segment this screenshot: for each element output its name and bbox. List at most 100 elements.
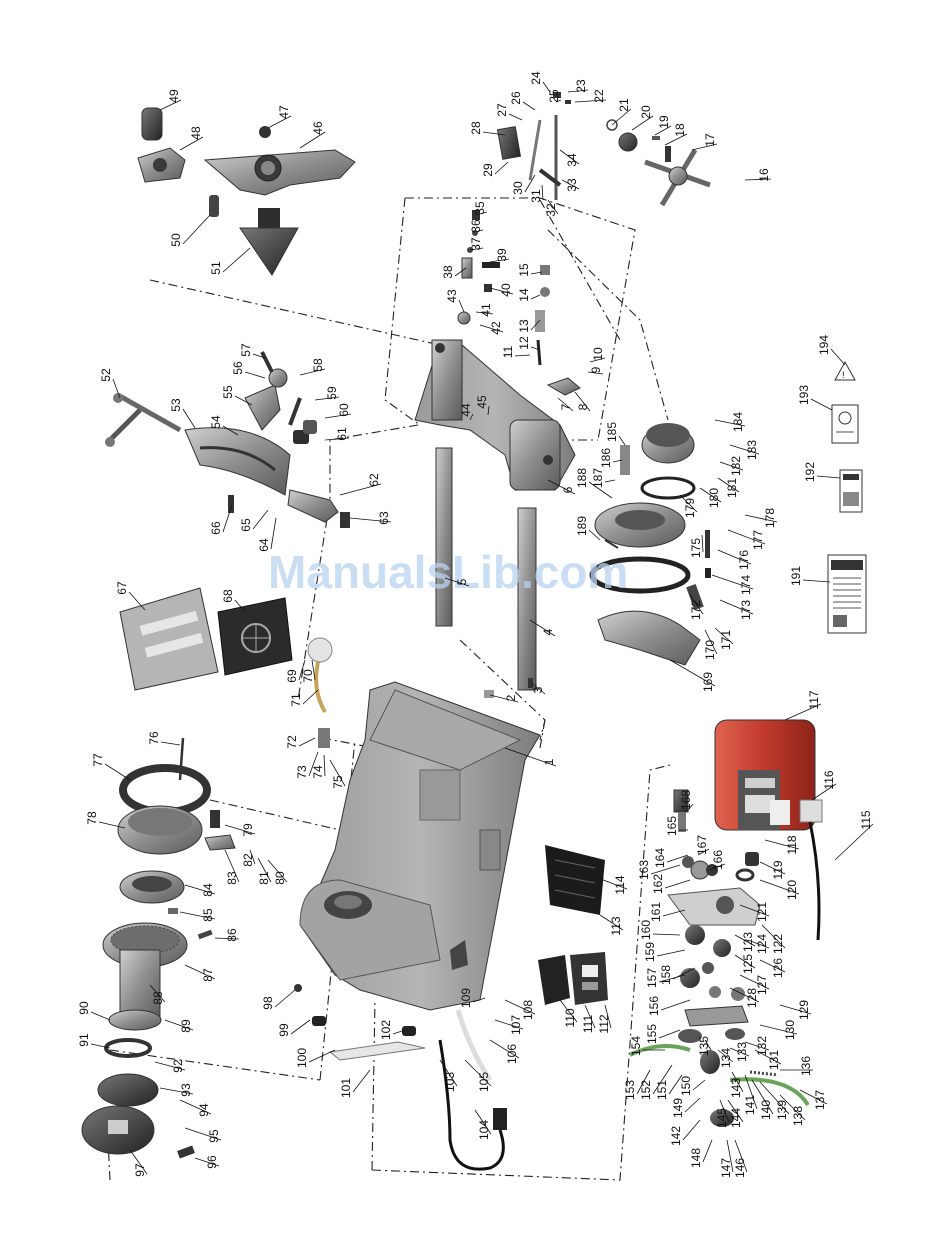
leader-line-167 bbox=[697, 848, 710, 856]
leader-line-107 bbox=[494, 1019, 524, 1030]
part-label-34: 34 bbox=[565, 153, 579, 167]
leader-line-86 bbox=[214, 937, 240, 940]
part-small-hardware-upper bbox=[457, 210, 550, 366]
part-label-123: 123 bbox=[741, 932, 755, 952]
part-label-87: 87 bbox=[201, 968, 215, 982]
part-label-165: 165 bbox=[665, 816, 679, 836]
leader-line-194 bbox=[830, 348, 846, 366]
leader-line-122 bbox=[761, 924, 786, 949]
leader-line-169 bbox=[669, 659, 716, 687]
part-label-19: 19 bbox=[657, 115, 671, 129]
leader-line-56 bbox=[244, 371, 266, 379]
part-label-20: 20 bbox=[639, 105, 653, 119]
leader-line-27 bbox=[508, 113, 523, 121]
leader-line-160 bbox=[652, 933, 681, 936]
part-label-6: 6 bbox=[561, 486, 575, 493]
part-label-128: 128 bbox=[745, 988, 759, 1008]
part-label-146: 146 bbox=[733, 1158, 747, 1178]
part-label-44: 44 bbox=[459, 403, 473, 417]
part-label-193: 193 bbox=[797, 385, 811, 405]
part-176 bbox=[705, 530, 710, 558]
leader-line-97 bbox=[129, 1149, 148, 1175]
part-label-149: 149 bbox=[671, 1098, 685, 1118]
leader-line-104 bbox=[474, 1109, 492, 1135]
part-ring-84 bbox=[119, 870, 185, 904]
leader-lines bbox=[90, 81, 874, 1175]
leader-line-77 bbox=[104, 763, 131, 781]
leader-line-186 bbox=[612, 459, 623, 463]
leader-line-18 bbox=[664, 133, 688, 146]
part-label-192: 192 bbox=[803, 462, 817, 482]
part-label-95: 95 bbox=[207, 1129, 221, 1143]
leader-line-54 bbox=[222, 425, 239, 436]
part-label-117: 117 bbox=[807, 690, 821, 709]
leader-line-40 bbox=[489, 287, 514, 295]
part-label-5: 5 bbox=[455, 578, 469, 585]
part-label-18: 18 bbox=[673, 123, 687, 137]
leader-line-137 bbox=[799, 1089, 828, 1105]
part-label-127: 127 bbox=[755, 975, 769, 995]
part-label-63: 63 bbox=[377, 511, 391, 525]
leader-line-117 bbox=[784, 703, 822, 721]
leader-line-149 bbox=[684, 1097, 701, 1113]
part-label-170: 170 bbox=[703, 640, 717, 660]
part-label-154: 154 bbox=[629, 1036, 643, 1056]
leader-line-119 bbox=[759, 861, 786, 875]
part-label-137: 137 bbox=[813, 1090, 827, 1110]
leader-line-7 bbox=[557, 397, 574, 412]
decal-192 bbox=[839, 469, 863, 513]
part-label-25: 25 bbox=[547, 89, 561, 103]
leader-line-133 bbox=[729, 1047, 750, 1057]
part-bushing-58 bbox=[303, 420, 317, 434]
part-label-17: 17 bbox=[703, 133, 717, 147]
part-label-147: 147 bbox=[719, 1158, 733, 1178]
part-label-143: 143 bbox=[729, 1078, 743, 1098]
part-label-33: 33 bbox=[565, 178, 579, 192]
part-label-11: 11 bbox=[501, 345, 515, 358]
leader-line-39 bbox=[489, 258, 510, 263]
leader-line-75 bbox=[329, 759, 346, 787]
part-gear-train-lower bbox=[678, 856, 749, 1127]
part-label-54: 54 bbox=[209, 415, 223, 429]
part-label-15: 15 bbox=[517, 263, 531, 277]
part-cord-115 bbox=[799, 799, 823, 941]
part-label-69: 69 bbox=[285, 669, 299, 683]
parts-layer: ! bbox=[81, 92, 867, 1171]
leader-line-108 bbox=[504, 999, 536, 1015]
part-label-94: 94 bbox=[197, 1103, 211, 1117]
leader-line-41 bbox=[475, 311, 494, 315]
leader-line-45 bbox=[487, 405, 490, 416]
leader-line-171 bbox=[714, 627, 734, 645]
part-label-100: 100 bbox=[295, 1048, 309, 1068]
part-label-92: 92 bbox=[171, 1059, 185, 1073]
part-label-24: 24 bbox=[529, 71, 543, 85]
part-label-29: 29 bbox=[481, 163, 495, 177]
leader-line-146 bbox=[734, 1139, 748, 1173]
leader-line-118 bbox=[764, 839, 800, 850]
leader-line-3 bbox=[531, 682, 546, 695]
leader-line-125 bbox=[734, 954, 756, 969]
leader-line-50 bbox=[182, 214, 211, 245]
part-label-110: 110 bbox=[563, 1008, 577, 1027]
leader-line-124 bbox=[747, 939, 770, 949]
leader-line-176 bbox=[717, 549, 752, 565]
part-label-159: 159 bbox=[643, 942, 657, 962]
part-119 bbox=[745, 852, 759, 866]
leader-line-101 bbox=[352, 1069, 371, 1093]
part-label-40: 40 bbox=[499, 283, 513, 297]
part-label-8: 8 bbox=[576, 403, 590, 410]
part-label-50: 50 bbox=[169, 233, 183, 247]
leader-line-123 bbox=[734, 934, 756, 947]
part-label-140: 140 bbox=[759, 1100, 773, 1120]
part-120 bbox=[735, 868, 755, 882]
part-label-97: 97 bbox=[133, 1163, 147, 1177]
part-label-180: 180 bbox=[707, 488, 721, 508]
part-power-cord-104 bbox=[438, 1009, 507, 1171]
part-label-42: 42 bbox=[489, 321, 503, 335]
part-label-75: 75 bbox=[331, 775, 345, 789]
part-knob-56 bbox=[268, 368, 288, 388]
part-2 bbox=[484, 690, 494, 698]
part-lever-8 bbox=[546, 377, 581, 396]
part-label-47: 47 bbox=[277, 105, 291, 119]
part-label-142: 142 bbox=[669, 1126, 683, 1146]
